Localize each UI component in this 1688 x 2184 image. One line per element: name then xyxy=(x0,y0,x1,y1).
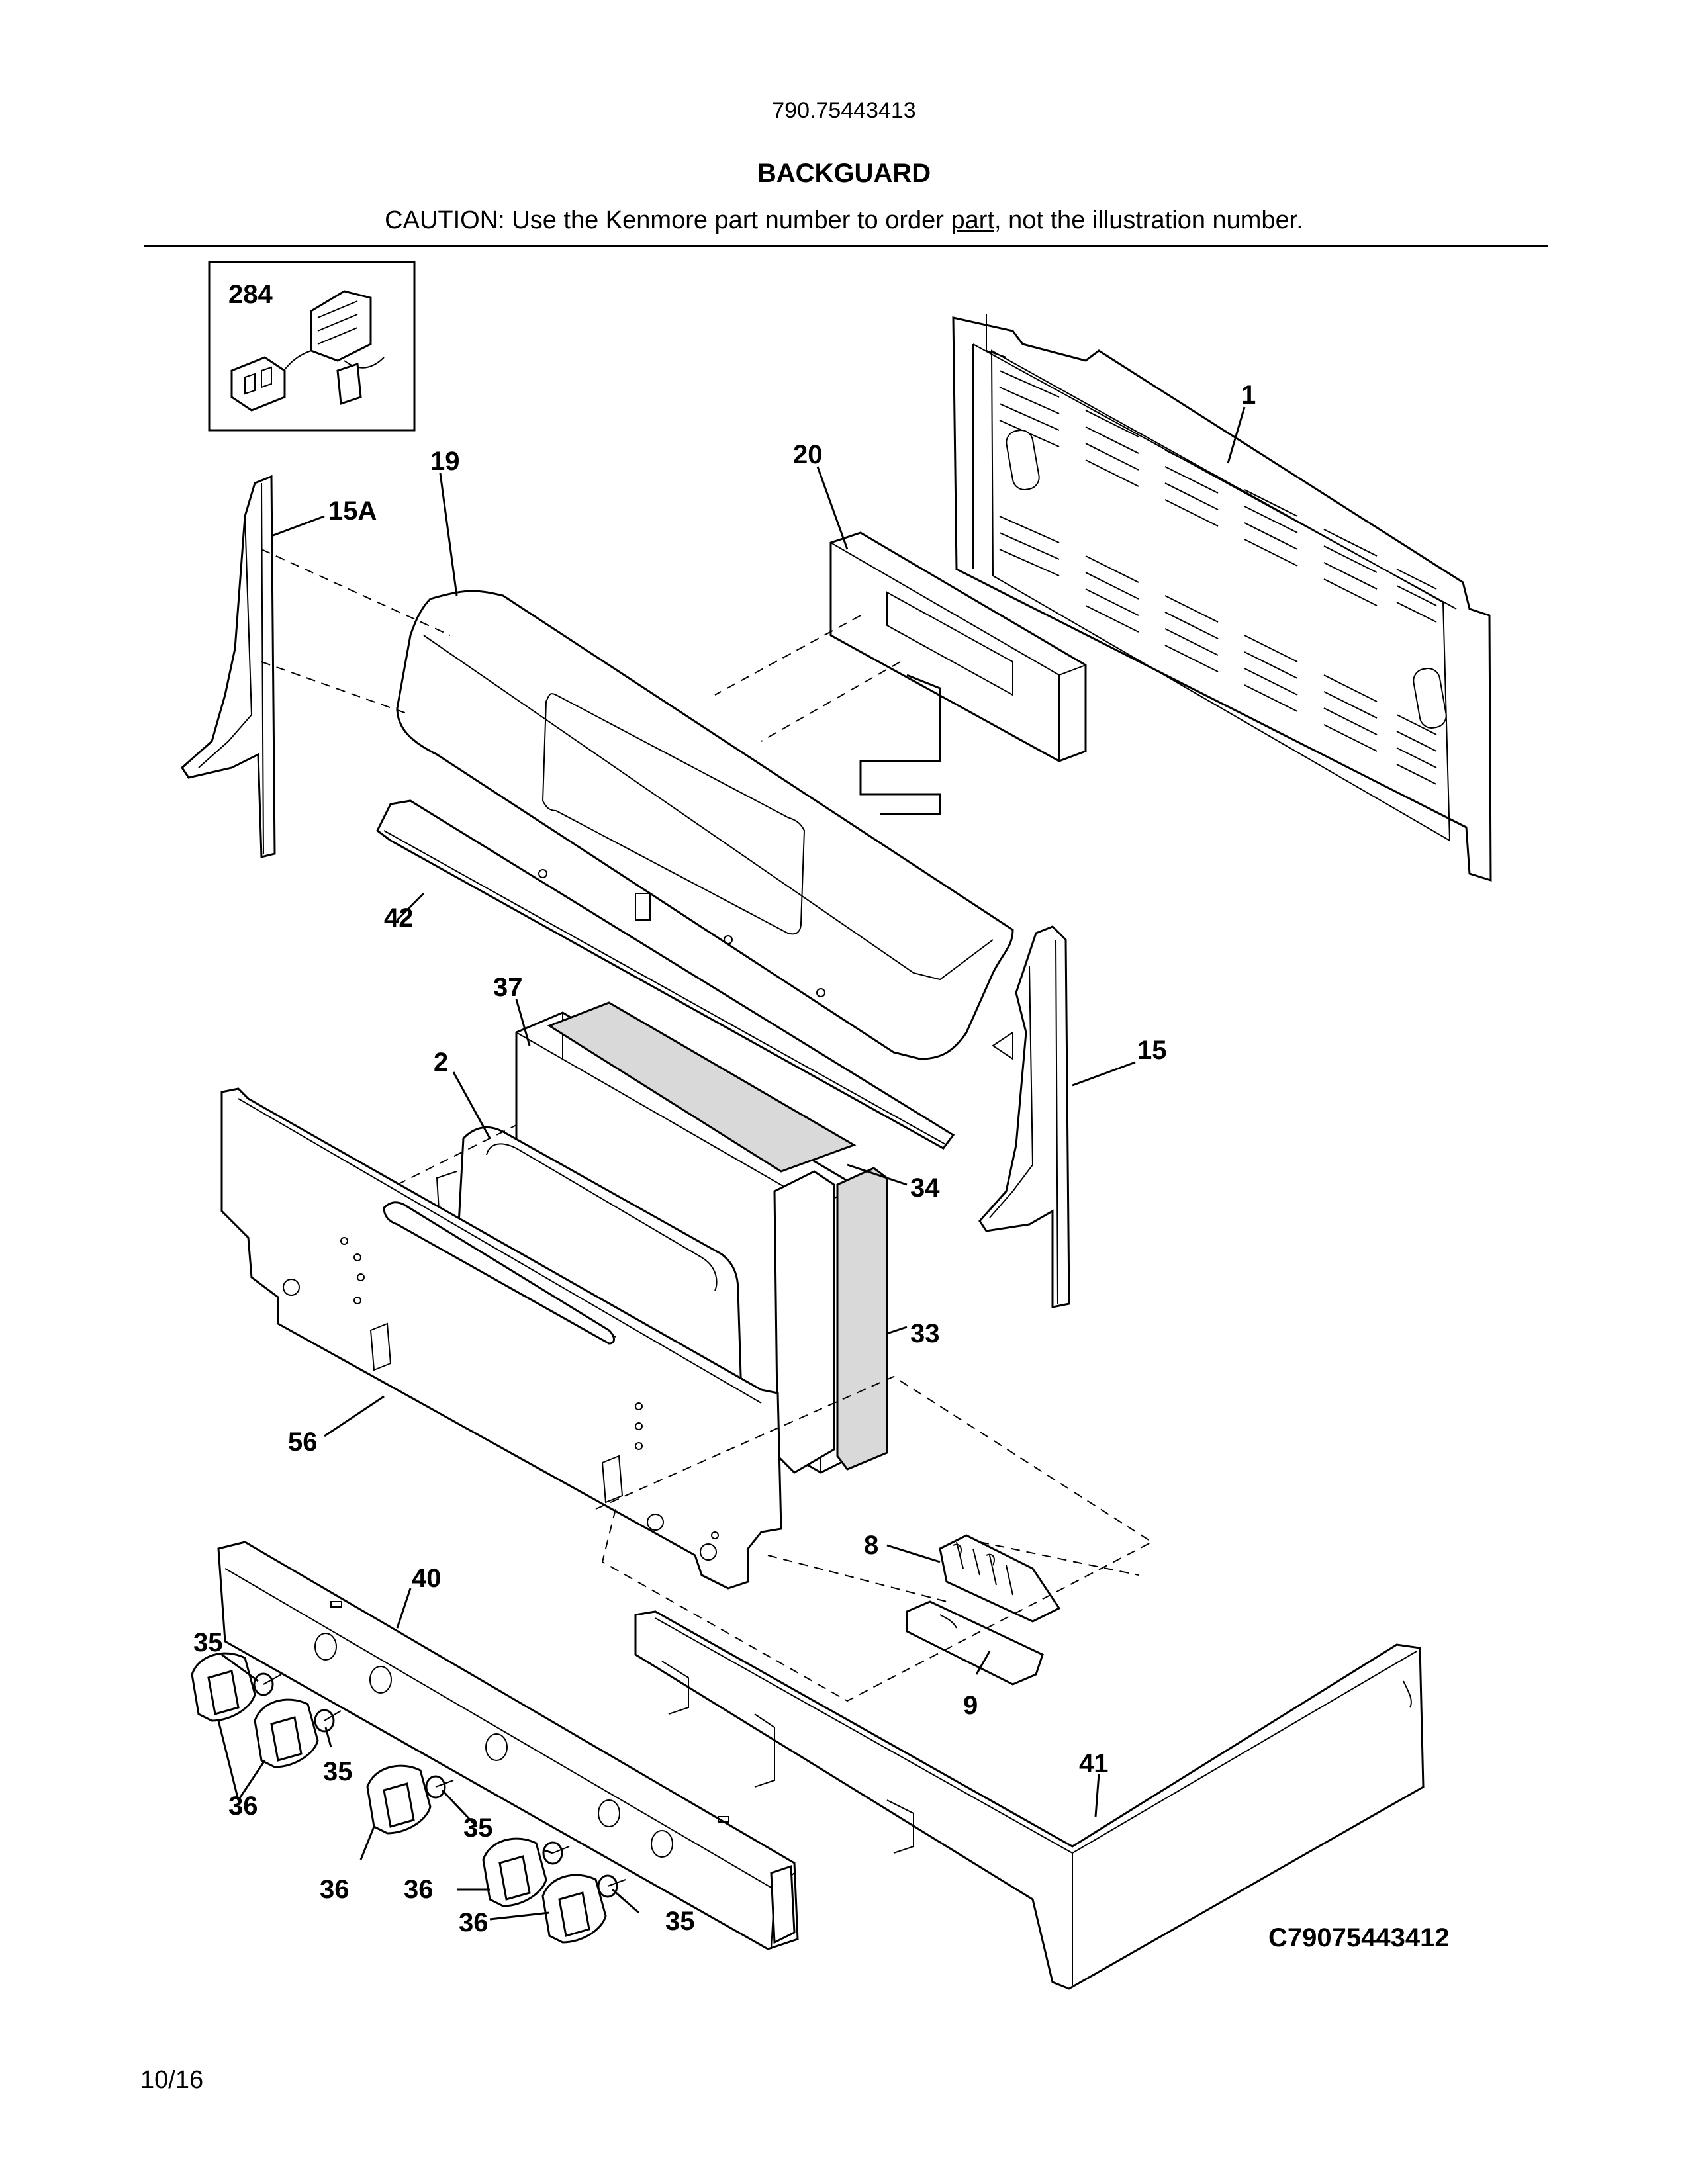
callout-36-c: 36 xyxy=(404,1875,434,1904)
callout-9: 9 xyxy=(963,1691,978,1720)
assembly-lines xyxy=(261,549,1153,1702)
callout-20: 20 xyxy=(793,440,823,469)
callout-36-b: 36 xyxy=(320,1875,350,1904)
knob-3 xyxy=(366,1764,432,1835)
caution-text-end: , not the illustration number. xyxy=(994,206,1303,234)
part-56-control-panel xyxy=(220,1087,782,1590)
part-40-control-bezel xyxy=(217,1541,799,1950)
callout-labels: 284 1 19 20 15A 42 37 15 2 34 33 56 8 40… xyxy=(193,280,1256,1937)
callout-41: 41 xyxy=(1079,1749,1109,1778)
callout-1: 1 xyxy=(1241,381,1256,410)
callout-35-c: 35 xyxy=(463,1813,493,1843)
callout-36-d: 36 xyxy=(459,1908,489,1937)
callout-33: 33 xyxy=(910,1319,940,1348)
callout-8: 8 xyxy=(864,1531,878,1560)
page-number: 10/16 xyxy=(140,2066,204,2094)
part-33-insulation xyxy=(836,1167,888,1471)
knob-4 xyxy=(482,1837,547,1907)
part-34-insulation xyxy=(547,1001,857,1173)
callout-35-b: 35 xyxy=(323,1757,353,1786)
part-20-control-board xyxy=(829,531,1087,815)
part-19-backguard-trim xyxy=(396,590,1014,1060)
callout-37: 37 xyxy=(493,973,523,1002)
knob-1 xyxy=(191,1652,256,1722)
part-1-rear-panel xyxy=(952,314,1492,882)
part-8-terminal-block xyxy=(939,1534,1061,1623)
callout-15: 15 xyxy=(1137,1036,1167,1065)
callout-40: 40 xyxy=(412,1564,442,1593)
callout-42: 42 xyxy=(384,903,414,933)
part-15a-left-bracket xyxy=(181,475,276,858)
callout-36-a: 36 xyxy=(228,1792,258,1821)
callout-35-d: 35 xyxy=(665,1907,695,1936)
caution-text-start: CAUTION: Use the Kenmore part number to … xyxy=(385,206,951,234)
drawing-code: C79075443412 xyxy=(1268,1923,1450,1952)
part-41-lower-trim xyxy=(634,1610,1425,1990)
callout-35-a: 35 xyxy=(193,1628,223,1657)
knobs-and-spacers xyxy=(191,1652,626,1944)
leader-lines xyxy=(217,406,1246,1921)
knob-2 xyxy=(254,1698,319,1768)
caution-link-part[interactable]: part xyxy=(951,206,994,234)
part-15-right-bracket xyxy=(978,925,1070,1308)
callout-19: 19 xyxy=(430,447,460,476)
callout-15a: 15A xyxy=(328,496,377,525)
page-title: BACKGUARD xyxy=(757,159,931,188)
callout-2: 2 xyxy=(434,1048,448,1077)
header-divider xyxy=(144,245,1548,247)
model-number: 790.75443413 xyxy=(772,98,916,123)
caution-note: CAUTION: Use the Kenmore part number to … xyxy=(0,206,1688,235)
part-42-lower-bracket xyxy=(376,799,955,1150)
callout-284: 284 xyxy=(228,280,273,309)
callout-34: 34 xyxy=(910,1173,940,1203)
callout-56: 56 xyxy=(288,1428,318,1457)
knob-5 xyxy=(541,1874,607,1944)
part-284-inset xyxy=(208,261,416,432)
part-9-mount-plate xyxy=(906,1600,1044,1686)
